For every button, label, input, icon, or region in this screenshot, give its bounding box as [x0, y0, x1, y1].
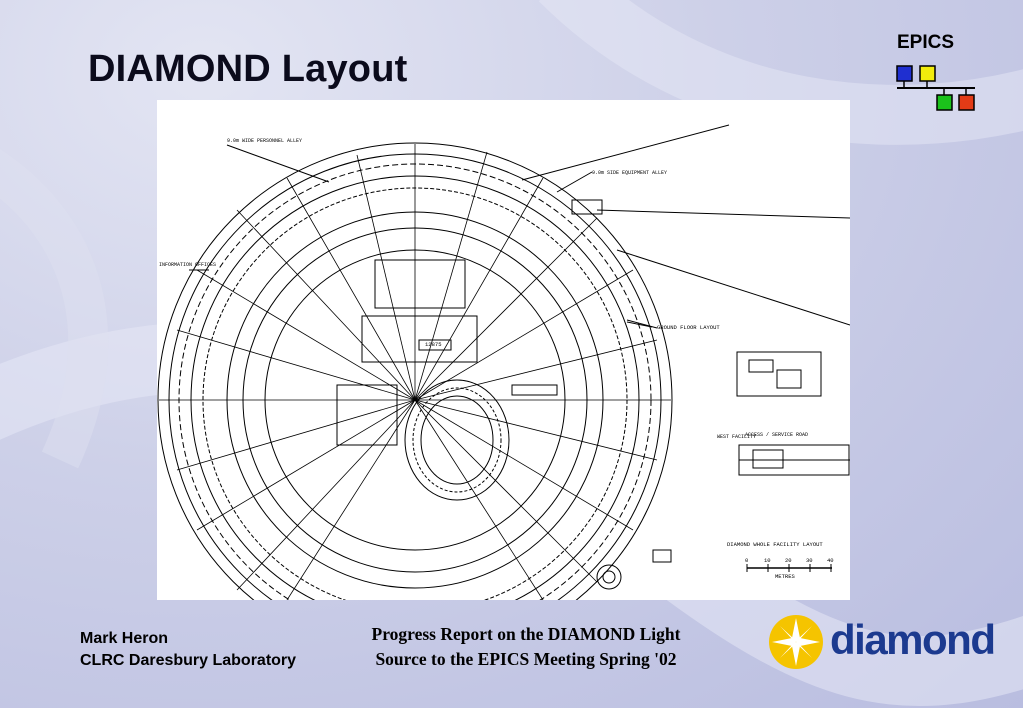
svg-text:9.0m WIDE PERSONNEL ALLEY: 9.0m WIDE PERSONNEL ALLEY [227, 138, 302, 144]
scale-tick-40: 40 [827, 557, 834, 564]
author-name: Mark Heron [80, 630, 169, 647]
diamond-logo-text: diamond [830, 616, 996, 663]
epics-logo: EPICS [893, 32, 983, 118]
dimension-label: 12875 [425, 341, 442, 348]
svg-text:WEST FACILITY: WEST FACILITY [717, 434, 756, 440]
slide-title: DIAMOND Layout [88, 48, 408, 90]
report-title: Progress Report on the DIAMOND Light Sou… [336, 622, 716, 672]
svg-text:INFORMATION OFFICES: INFORMATION OFFICES [159, 262, 216, 268]
organisation-name: CLRC Daresbury Laboratory [80, 652, 297, 669]
whole-facility-label: DIAMOND WHOLE FACILITY LAYOUT [727, 541, 823, 548]
presenter-info: Mark Heron CLRC Daresbury Laboratory [80, 628, 296, 672]
epics-network-icon [896, 65, 975, 111]
diamond-logo: diamond [766, 612, 996, 672]
epics-logo-text: EPICS [897, 32, 955, 53]
scale-tick-20: 20 [785, 557, 792, 564]
scale-tick-0: 0 [745, 557, 748, 564]
report-title-line-1: Progress Report on the DIAMOND Light [371, 624, 681, 644]
metres-label: METRES [775, 573, 796, 580]
scale-tick-10: 10 [764, 557, 771, 564]
ground-floor-label: GROUND FLOOR LAYOUT [657, 324, 720, 331]
svg-text:ACCESS / SERVICE ROAD: ACCESS / SERVICE ROAD [745, 432, 808, 438]
report-title-line-2: Source to the EPICS Meeting Spring '02 [375, 649, 677, 669]
layout-drawing-svg: 9.0m WIDE PERSONNEL ALLEY 9.0m SIDE EQUI… [157, 124, 851, 658]
facility-layout-drawing: 9.0m WIDE PERSONNEL ALLEY 9.0m SIDE EQUI… [157, 100, 851, 658]
diamond-star-icon [769, 615, 823, 669]
svg-text:9.0m SIDE EQUIPMENT ALLEY: 9.0m SIDE EQUIPMENT ALLEY [592, 170, 667, 176]
scale-tick-30: 30 [806, 557, 813, 564]
